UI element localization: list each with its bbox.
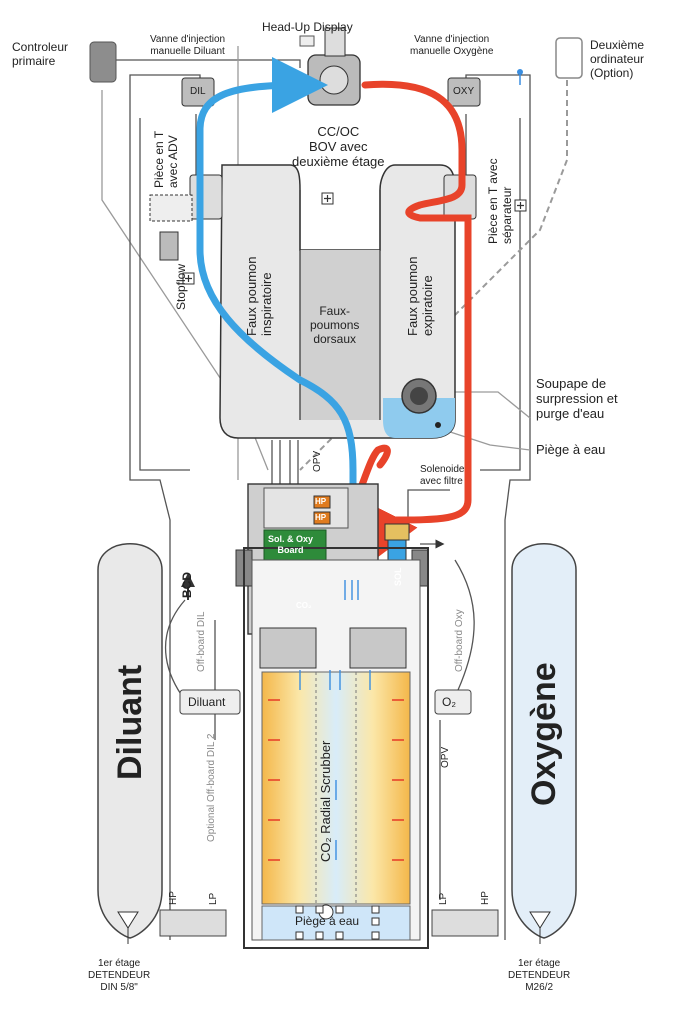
oxygene-tank xyxy=(511,543,577,939)
water-pocket xyxy=(383,398,455,438)
label-soupape: Soupape de surpression et purge d'eau xyxy=(536,376,618,421)
label-hp-1: HP xyxy=(315,497,327,506)
diluant-tank xyxy=(97,543,163,939)
label-scrubber: CO₂ Radial Scrubber xyxy=(318,740,333,862)
label-optional-dil2: Optional Off-board DIL 2 xyxy=(206,733,217,842)
oxy-valve-box xyxy=(447,77,481,107)
label-solenoide: Solenoide avec filtre xyxy=(420,464,465,487)
label-etage-right: 1er étage DETENDEUR M26/2 xyxy=(508,958,571,993)
t-piece-adv xyxy=(189,174,223,220)
label-offboard-oxy: Off-board Oxy xyxy=(454,609,465,672)
label-faux-inspiratoire: Faux poumon inspiratoire xyxy=(244,256,274,337)
dil-valve-box xyxy=(181,77,215,107)
label-hp-right: HP xyxy=(480,891,491,905)
label-oxy-box: OXY xyxy=(453,86,475,97)
label-o2-manifold: O₂ xyxy=(442,695,456,709)
label-opv-side: OPV xyxy=(440,746,451,768)
primary-controller xyxy=(89,41,117,83)
exhale-flow xyxy=(361,80,472,566)
label-dil-box: DIL xyxy=(190,86,206,97)
hp-sensor-1 xyxy=(313,495,331,509)
label-head-up-display: Head-Up Display xyxy=(262,20,353,34)
label-piege-eau: Piège à eau xyxy=(536,442,606,457)
label-piece-t-adv: Pièce en T avec ADV xyxy=(152,130,180,188)
label-sol: SOL xyxy=(393,567,403,586)
label-vanne-diluant: Vanne d'injection manuelle Diluant xyxy=(150,34,226,57)
hose-lines xyxy=(101,46,568,940)
stopflow-valve xyxy=(159,231,179,261)
label-offboard-dil: Off-board DIL xyxy=(196,611,207,672)
inhale-flow xyxy=(196,57,357,544)
second-computer xyxy=(555,37,583,79)
label-piege-bottom: Piège à eau xyxy=(295,914,360,928)
cylinders xyxy=(97,543,577,939)
hud-module xyxy=(299,35,315,47)
label-etage-left: 1er étage DETENDEUR DIN 5/8" xyxy=(88,958,151,993)
label-sol-oxy-board: Sol. & Oxy Board xyxy=(268,534,314,555)
first-stages xyxy=(117,573,551,944)
label-stopflow: Stopflow xyxy=(174,263,188,310)
dorsal-lungs xyxy=(300,250,380,420)
label-lp-left: LP xyxy=(208,892,219,905)
label-co2-sensor: CO₂ xyxy=(296,601,312,610)
label-deuxieme-ordinateur: Deuxième ordinateur (Option) xyxy=(590,38,645,80)
o2-manifold xyxy=(434,689,472,715)
label-opv-top: OPV xyxy=(312,450,323,472)
label-controleur-primaire: Controleur primaire xyxy=(12,40,69,68)
label-hp-2: HP xyxy=(315,513,327,522)
label-bov: CC/OC BOV avec deuxième étage xyxy=(292,124,385,169)
label-faux-expiratoire: Faux poumon expiratoire xyxy=(405,256,435,337)
label-piece-t-separateur: Pièce en T avec séparateur xyxy=(486,158,514,244)
label-lp-right: LP xyxy=(438,892,449,905)
label-tank-diluant: Diluant xyxy=(111,664,149,780)
label-vanne-oxygene: Vanne d'injection manuelle Oxygène xyxy=(410,34,494,57)
counterlungs xyxy=(219,164,456,439)
label-tank-oxygene: Oxygène xyxy=(525,662,563,806)
label-hp-left: HP xyxy=(168,891,179,905)
label-bcd: BCD xyxy=(180,572,194,598)
diluant-manifold xyxy=(179,689,241,715)
label-faux-dorsaux: Faux- poumons dorsaux xyxy=(310,304,360,346)
hp-sensor-2 xyxy=(313,511,331,525)
label-diluant-manifold: Diluant xyxy=(188,695,226,709)
scrubber-canister xyxy=(243,547,429,949)
